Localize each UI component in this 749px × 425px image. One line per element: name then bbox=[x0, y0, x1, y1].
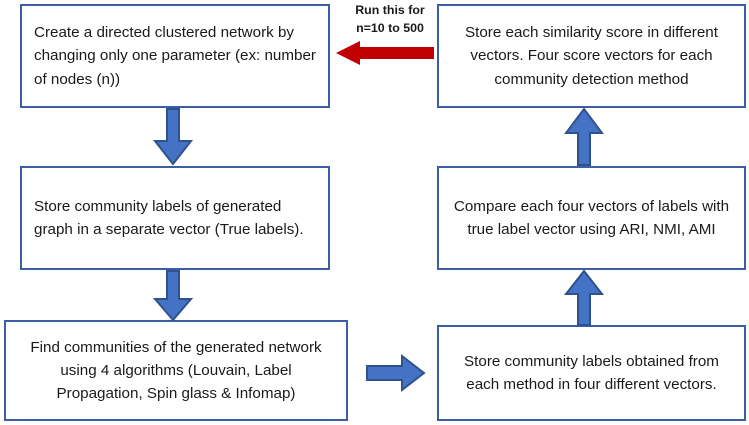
node-store-true-labels: Store community labels of generated grap… bbox=[20, 166, 330, 270]
node-store-scores-label: Store each similarity score in different… bbox=[465, 24, 718, 88]
arrow-left-icon-loop-back bbox=[336, 40, 434, 66]
node-find-communities: Find communities of the generated networ… bbox=[4, 320, 348, 421]
node-create-network-label: Create a directed clustered network by c… bbox=[34, 24, 316, 88]
node-create-network: Create a directed clustered network by c… bbox=[20, 4, 330, 108]
node-store-method-labels-label: Store community labels obtained from eac… bbox=[464, 352, 719, 393]
loop-arrow-label: Run this for n=10 to 500 bbox=[355, 3, 425, 35]
arrow-down-icon-truelabels-to-findcomm bbox=[152, 270, 194, 322]
node-store-scores: Store each similarity score in different… bbox=[437, 4, 746, 108]
arrow-down-icon-create-to-truelabels bbox=[152, 108, 194, 166]
arrow-up-icon-compare-to-storescore bbox=[564, 107, 604, 166]
arrow-right-icon-findcomm-to-storelabels bbox=[366, 353, 426, 393]
node-find-communities-label: Find communities of the generated networ… bbox=[30, 338, 322, 403]
node-store-true-labels-label: Store community labels of generated grap… bbox=[34, 197, 304, 238]
node-compare-vectors: Compare each four vectors of labels with… bbox=[437, 166, 746, 270]
node-compare-vectors-label: Compare each four vectors of labels with… bbox=[453, 197, 730, 238]
node-store-method-labels: Store community labels obtained from eac… bbox=[437, 325, 746, 421]
arrow-up-icon-storelabels-to-compare bbox=[563, 269, 605, 326]
